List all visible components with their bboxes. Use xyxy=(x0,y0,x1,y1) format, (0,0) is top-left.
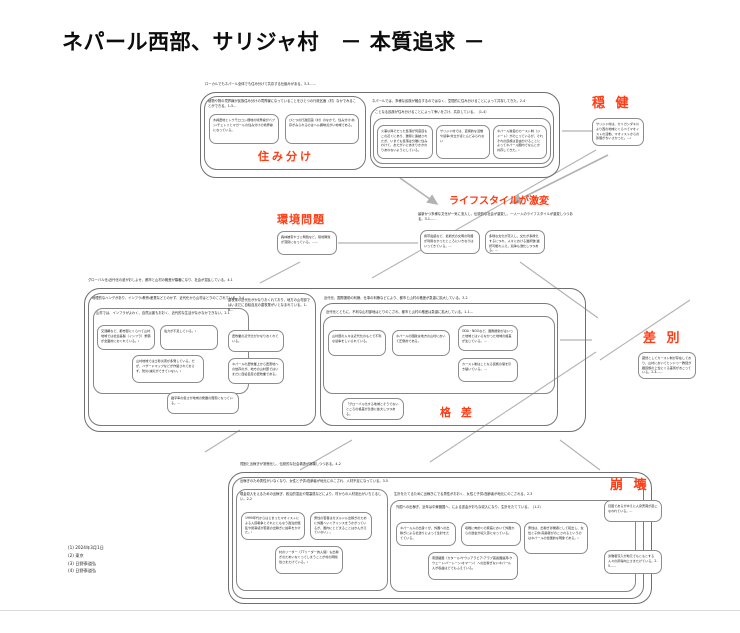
card-bottom-right-1: ネパール人の出身くが、外国への出稼ぎによる社送りによって生計をたてている。 xyxy=(396,522,456,546)
label-lifestyle: ライフスタイルが激変 xyxy=(449,196,549,207)
caption-top-right-group: ネパールでは、多様な民族が融合するのではなく、空間的に住み分けることによって共存… xyxy=(372,99,526,103)
caption-top-outer: ローカルでもネパール全体でも住み分けて共存する仕組みがある。3-3…… xyxy=(205,82,316,86)
caption-top-left-group: 植物や物の境界線が民族住み分けの境界線になっていることをひとつの行政区画（村）な… xyxy=(208,99,356,108)
card-kankyo-1: 森林被害やゴミ問題など、環境問題が深刻になっている。…… xyxy=(277,231,337,255)
frame-bottom-outer xyxy=(228,472,652,604)
card-bottom-right-2: 収穫に肉的くの家庭において外国からの送金が収入源になっている。 xyxy=(461,522,521,546)
caption-mid-outer: グローバル化・近代化の波がおしよせ、都市と山村の格差が顕著になり、社会が混乱して… xyxy=(88,278,233,282)
footnote-3: (3) 日野泰道弘 xyxy=(68,560,97,566)
label-kankyo: 環境問題 xyxy=(277,213,325,226)
caption-mid-right-sub: 近代化とともに、不利な山村部地はとりのこされ、都市と山村の格差は急激に拡大してい… xyxy=(326,310,473,314)
card-mid-left-2: 電力が不足している。・ xyxy=(160,325,218,350)
caption-top-right-sub: ことなる民族が住み分けることによって争いをさけ、共存している。（1-4） xyxy=(375,110,489,114)
label-kakusa: 格 差 xyxy=(440,406,475,419)
footnote-2: (2) 東京 xyxy=(68,552,84,558)
label-houkai: 崩 壊 xyxy=(610,478,650,493)
label-sumiwake: 住み分け xyxy=(258,150,314,163)
caption-mid-mid-sub: 農牧業の近代化がかなりおくれており、地方の山村部ではいまだに自給自足の農牧業がい… xyxy=(228,298,311,312)
label-sabetsu: 差 別 xyxy=(643,331,683,346)
card-mid-right-2: ネパールの国政は地方の山村において圧倒的である。 xyxy=(392,330,450,356)
card-mid-right-3: ODA・NGOなど、国際援助がはいった地域とはいらなかった地域の格差が生じている… xyxy=(458,325,518,351)
card-top-left-1: 木綿農地とトウモロコシ畑地の境界線がパプン・チェトリとマガールの住み分けの境界線… xyxy=(209,114,279,144)
frame-mid-left xyxy=(88,293,316,426)
frame-mid-outer xyxy=(84,288,586,432)
card-mid-left-1: 交通網など、都市部にくらべて山村地域では社会基盤（インフラ）整備が全面的におくれ… xyxy=(97,325,155,350)
bottom-divider xyxy=(0,610,740,611)
card-onken-1: サリジャ村は、カリガンダキ川より西の地域にくらべてマオイストの活動、マオイストか… xyxy=(592,118,644,146)
card-mid-mid-3: 「グローバル化する地域とそうでないところの格差が急激に拡大しつつある。 xyxy=(342,398,404,420)
frame-bottom-left xyxy=(236,489,388,591)
card-bottom-right-3: 南部諸国（カタール・サウジアラビア・アラブ首長国連邦・クウェート・バーレーン・オ… xyxy=(428,552,518,580)
card-bottom-left-3: 村のリーダー（77リーダー的人間）も出稼ぎのためいなくってしまうことが村の問題性… xyxy=(275,546,343,574)
card-mid-right-4: カースト制はことなる民族の間を引き裂いている。… xyxy=(458,358,518,382)
card-mid-mid-1: 農牧業の近代化がかなりおくれている。 xyxy=(228,330,284,352)
card-sabetsu-1: 厳然としてカースト制が存在しており、山村においてヒンドゥー教徒が護民族の上位にく… xyxy=(638,352,696,379)
footnote-1: (1) 2024年3月1日 xyxy=(68,545,104,550)
caption-mid-right-group: 近代化、国際援助の利権、仕事の利権などにより、都市と山村の格差が急激に拡大してい… xyxy=(324,296,468,300)
page-title: ネパール西部、サリジャ村 － 本質追求 － xyxy=(62,30,486,54)
caption-bottom-group: 出稼ぎのため男性がいなくなり、女性と子供・高齢者が地元にのこされ、人材不足になっ… xyxy=(240,479,389,483)
label-onken: 穏 健 xyxy=(592,96,632,111)
card-top-right-1: 火事以降そだった集落が何度目もこの近くにあり、難易に連結されたが、いまでも集落は… xyxy=(377,125,433,159)
card-houkai-1: 貧困であるがゆえに人身売買が起こなわれている。… xyxy=(604,500,662,522)
card-mid-mid-2: ネパールの農牧業上から農畜地への依存のが、地方の山村部ではいまだに自給自足の農牧… xyxy=(228,358,284,384)
caption-bottom-outer: 貧困と出稼ぎが常態化し、伝統的な社会構造が崩壊しつつある。4-2 xyxy=(240,462,341,466)
card-bottom-left-2: 男性の若者はガズルドル出稼ぎのために外国へいくチャンスをうかがっているが、国内に… xyxy=(310,512,372,540)
frame-bottom-group xyxy=(232,477,644,599)
frame-bottom-right xyxy=(390,500,636,592)
frame-mid-right-inner xyxy=(323,316,555,394)
frame-top-left xyxy=(204,96,366,170)
card-mid-left-4: 識字率の低さが地域の発展の障害になっている。… xyxy=(167,392,239,414)
footnotes: (1) 2024年3月1日 (2) 東京 (3) 日野泰道弘 (4) 日野泰道弘 xyxy=(68,544,104,575)
card-mid-right-1: 山村部の人々は近代化のもとで不利な競争をしいられている。 xyxy=(328,330,386,356)
card-lifestyle-1: 携帯電話など、最新式の文明の利器が利用なかったところにいきなりはいってきている。… xyxy=(420,230,480,254)
card-lifestyle-2: 多様な文化が流入し、文化が多様化するにつれ、人々における選択肢・選択可能れふえ、… xyxy=(485,230,545,254)
caption-bottom-right-sub: 生計をたてるために出稼ぎにでる男性がおおく、女性と子供・高齢者が地元にのこされる… xyxy=(394,492,533,496)
caption-lifestyle: 最新かつ多様な文化が一気に流入し、伝統的な社会が激変し、一人一人のライフスタイル… xyxy=(418,212,573,221)
caption-mid-left-group: 地理的なハンデがあり、インフラ・教育・産業などとのかず、近代化から山村はとりのこ… xyxy=(92,296,245,300)
frame-top-outer xyxy=(200,92,560,178)
footnote-4: (4) 日野泰道弘 xyxy=(68,568,97,574)
frame-mid-right xyxy=(320,303,558,426)
card-houkai-2: 労働者流入が地元でもともとする人々の所得向上さまたげている。2-5…… xyxy=(604,550,662,574)
card-bottom-right-4: 男性は、出稼ぎ労働者として転出し、女性と子供・高齢者がのこされるというのはネパー… xyxy=(524,522,588,554)
caption-bottom-right-sub2: 外国への出稼ぎ、近年は中東諸国へ、による送金がおもな収入になり、生計をたてている… xyxy=(396,505,543,509)
card-top-left-2: ひとつの行政区画（村）のなかで、住み分け・共存がみられるのはヘル調味点がい地域で… xyxy=(285,114,359,144)
frame-top-right xyxy=(370,106,554,168)
card-mid-left-3: 山村地域では土砂災害が多発している。だが、ハザードマップなどが作製されておらず、… xyxy=(132,355,204,383)
card-top-right-2: サリジャ村では、直接的な活動や競争・対立がほとんどみられない xyxy=(436,125,490,159)
caption-mid-left-sub: 山村では、インフラがよわく、自然災害もおおく、近代的な生活がなかなかできない。2… xyxy=(96,311,230,315)
card-top-right-3: ネパール独自のカースト制（ジャート）がのこっているが、それぞれの民族は自由分ける… xyxy=(493,125,547,159)
card-bottom-left-1: 1990年代からはじまったマオイストによる人民戦争とそれにともなう政治的混乱や閉… xyxy=(241,512,305,540)
frame-top-right-inner xyxy=(373,118,551,164)
